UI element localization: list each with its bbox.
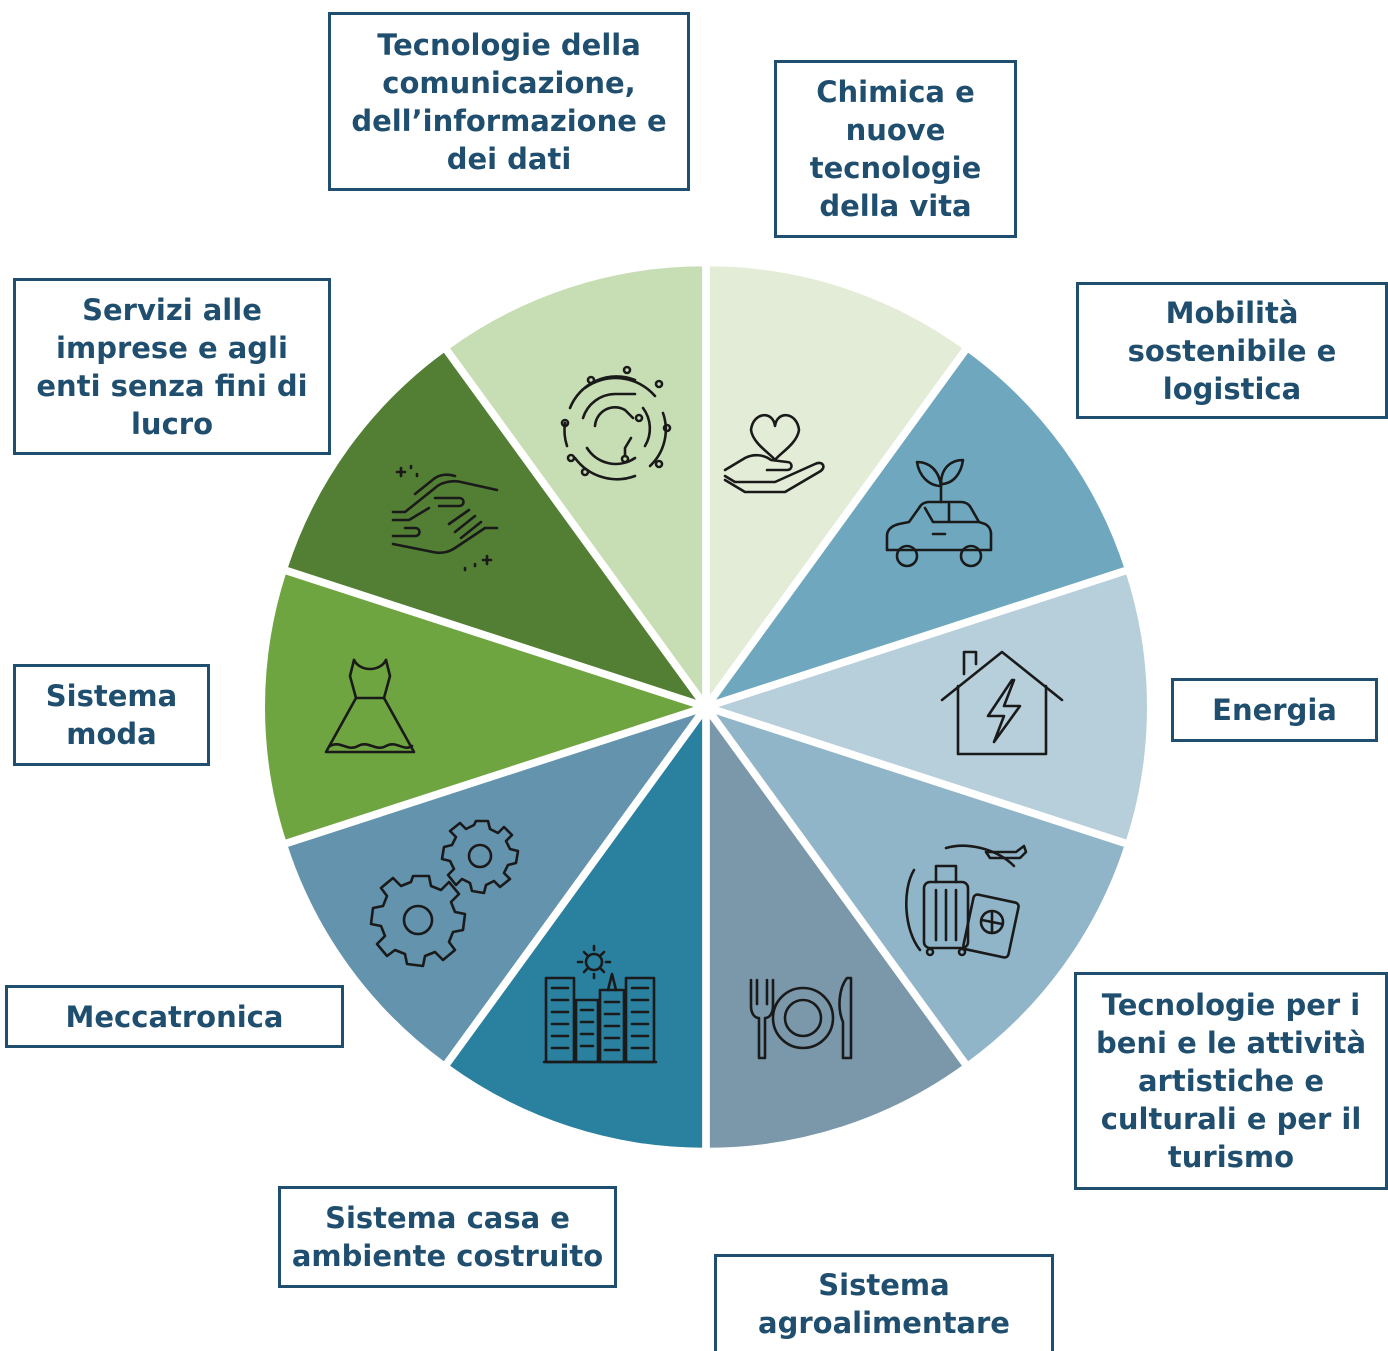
label-line: Sistema casa e <box>325 1201 570 1235</box>
label-line: lucro <box>130 406 213 441</box>
label-agro: Sistema agroalimentare <box>714 1254 1054 1351</box>
label-line: Energia <box>1212 693 1337 727</box>
wedge-mecca <box>261 569 707 845</box>
label-line: della vita <box>819 189 972 223</box>
house-energy-icon <box>940 650 1064 756</box>
label-line: sostenibile e <box>1127 333 1337 368</box>
label-line: Tecnologie della <box>377 27 641 62</box>
wedge-agro <box>444 706 707 1152</box>
label-turismo: Tecnologie per i beni e le attività artist… <box>1074 972 1388 1190</box>
eco-car-icon <box>885 458 993 568</box>
label-line: imprese e agli <box>56 330 288 365</box>
helping-hands-icon <box>391 464 499 572</box>
travel-luggage-icon <box>905 844 1028 959</box>
label-mecca: Meccatronica <box>5 985 344 1048</box>
label-line: turismo <box>1167 1140 1295 1174</box>
label-line: dei dati <box>446 141 572 176</box>
plate-cutlery-icon <box>749 976 853 1060</box>
label-line: Servizi alle <box>82 292 262 327</box>
label-moda: Sistema moda <box>13 664 210 766</box>
label-line: dell’informazione e <box>351 103 667 138</box>
label-line: moda <box>66 717 157 751</box>
label-line: enti senza fini di <box>36 368 308 403</box>
wedge-ict <box>705 262 968 708</box>
label-line: logistica <box>1162 371 1302 406</box>
label-chimica: Chimica e nuove tecnologie della vita <box>774 60 1017 238</box>
label-line: Sistema <box>818 1268 950 1302</box>
circuit-circle-icon <box>560 365 672 481</box>
wedge-casa <box>283 706 707 1067</box>
gears-icon <box>369 819 520 968</box>
label-line: Chimica e <box>816 75 975 109</box>
label-line: Mobilità <box>1165 295 1299 330</box>
label-line: Tecnologie per i <box>1101 988 1361 1022</box>
label-casa: Sistema casa e ambiente costruito <box>278 1186 617 1288</box>
wedge-chimica <box>705 347 1129 708</box>
label-line: artistiche e <box>1137 1064 1324 1098</box>
label-energia: Energia <box>1171 678 1378 742</box>
wedge-servizi <box>444 262 707 708</box>
label-line: agroalimentare <box>758 1306 1010 1340</box>
dress-icon <box>324 658 416 754</box>
label-line: nuove <box>845 113 946 147</box>
label-line: ambiente costruito <box>291 1239 604 1273</box>
label-line: culturali e per il <box>1100 1102 1362 1136</box>
label-line: Meccatronica <box>65 999 284 1034</box>
city-buildings-icon <box>542 944 658 1064</box>
hand-heart-icon <box>723 413 825 494</box>
label-line: Sistema <box>45 679 178 713</box>
label-line: beni e le attività <box>1095 1026 1367 1060</box>
wedge-mobilita <box>705 569 1151 845</box>
label-line: comunicazione, <box>382 65 636 100</box>
wedge-energia <box>705 706 1129 1067</box>
wedge-turismo <box>705 706 968 1152</box>
label-line: tecnologie <box>809 151 982 185</box>
